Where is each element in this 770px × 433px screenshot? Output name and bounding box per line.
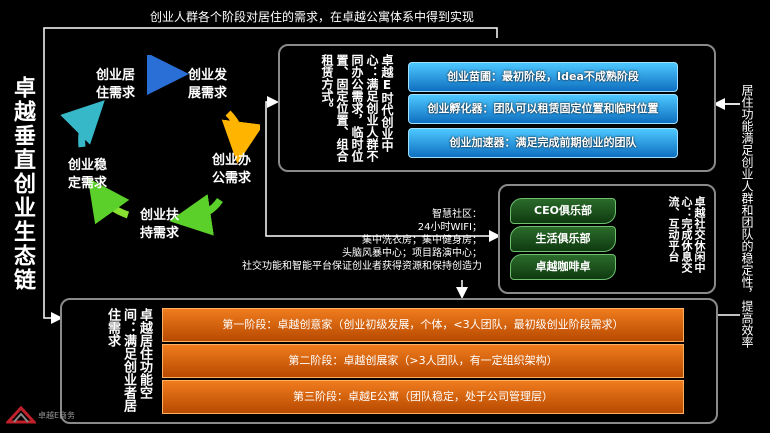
cycle-arrows — [60, 55, 260, 236]
startup-center-box: 卓越E时代创业中心：满足创业人群不同办公需求，临时位置、固定位置、组合租赁方式。… — [278, 44, 716, 172]
social-club-box: CEO俱乐部 生活俱乐部 卓越咖啡卓 卓越社交休闲中心：完成休息交流、互动平台 — [498, 184, 716, 294]
left-title: 卓越垂直创业生态链 — [10, 76, 35, 292]
bar-nursery: 创业苗圃：最初阶段，Idea不成熟阶段 — [408, 62, 678, 92]
cycle-item-office: 创业办公需求 — [212, 153, 252, 186]
top-caption: 创业人群各个阶段对居住的需求，在卓越公寓体系中得到实现 — [150, 10, 475, 24]
community-line: 头脑风暴中心；项目路演中心； — [342, 248, 482, 259]
arrow-green — [169, 194, 223, 236]
community-line: 集中洗衣房；集中健身房； — [362, 235, 482, 246]
community-line: 24小时WIFI； — [417, 222, 482, 233]
arrow-lightgreen — [87, 177, 130, 225]
arrow-teal — [60, 100, 105, 148]
community-line: 智慧社区： — [432, 209, 482, 220]
cycle-item-develop: 创业发展需求 — [188, 68, 228, 101]
bar-incubator: 创业孵化器：团队可以租赁固定位置和临时位置 — [408, 94, 678, 124]
cycle-item-live: 创业居住需求 — [96, 68, 136, 101]
club-cafe: 卓越咖啡卓 — [510, 254, 616, 280]
right-caption: 居住功能满足创业人群和团队的稳定性，提高效率 — [740, 84, 754, 384]
cycle-item-stable: 创业稳定需求 — [68, 158, 108, 191]
arrow-yellow — [221, 110, 260, 164]
top-loop-line — [43, 27, 498, 300]
arrow-to-bottom-box — [43, 300, 63, 324]
club-ceo: CEO俱乐部 — [510, 198, 616, 224]
stage-two-bar: 第二阶段：卓越创展家（>3人团队，有一定组织架构） — [162, 344, 684, 378]
residence-description: 卓越居住功能空间：满足创业者居住需求 — [105, 308, 152, 412]
cycle-to-top-box-line — [265, 96, 279, 230]
club-life: 生活俱乐部 — [510, 226, 616, 252]
stage-three-bar: 第三阶段：卓越E公寓（团队稳定，处于公司管理层） — [162, 380, 684, 414]
bar-accelerator: 创业加速器：满足完成前期创业的团队 — [408, 128, 678, 158]
stage-one-bar: 第一阶段：卓越创意家（创业初级发展，个体，<3人团队，最初级创业阶段需求） — [162, 308, 684, 342]
residence-box: 卓越居住功能空间：满足创业者居住需求 第一阶段：卓越创意家（创业初级发展，个体，… — [60, 298, 718, 424]
startup-center-description: 卓越E时代创业中心：满足创业人群不同办公需求，临时位置、固定位置、组合租赁方式。 — [320, 54, 394, 162]
community-line: 社交功能和智能平台保证创业者获得资源和保持创造力 — [242, 261, 482, 272]
social-club-description: 卓越社交休闲中心：完成休息交流、互动平台 — [667, 196, 706, 273]
cycle-to-community-line — [265, 230, 501, 242]
cycle-item-support: 创业扶持需求 — [140, 208, 180, 241]
smart-community-text: 智慧社区： 24小时WIFI； 集中洗衣房；集中健身房； 头脑风暴中心；项目路演… — [182, 208, 482, 273]
company-logo-icon — [6, 405, 36, 424]
logo-text: 卓越E商务 — [38, 411, 76, 420]
